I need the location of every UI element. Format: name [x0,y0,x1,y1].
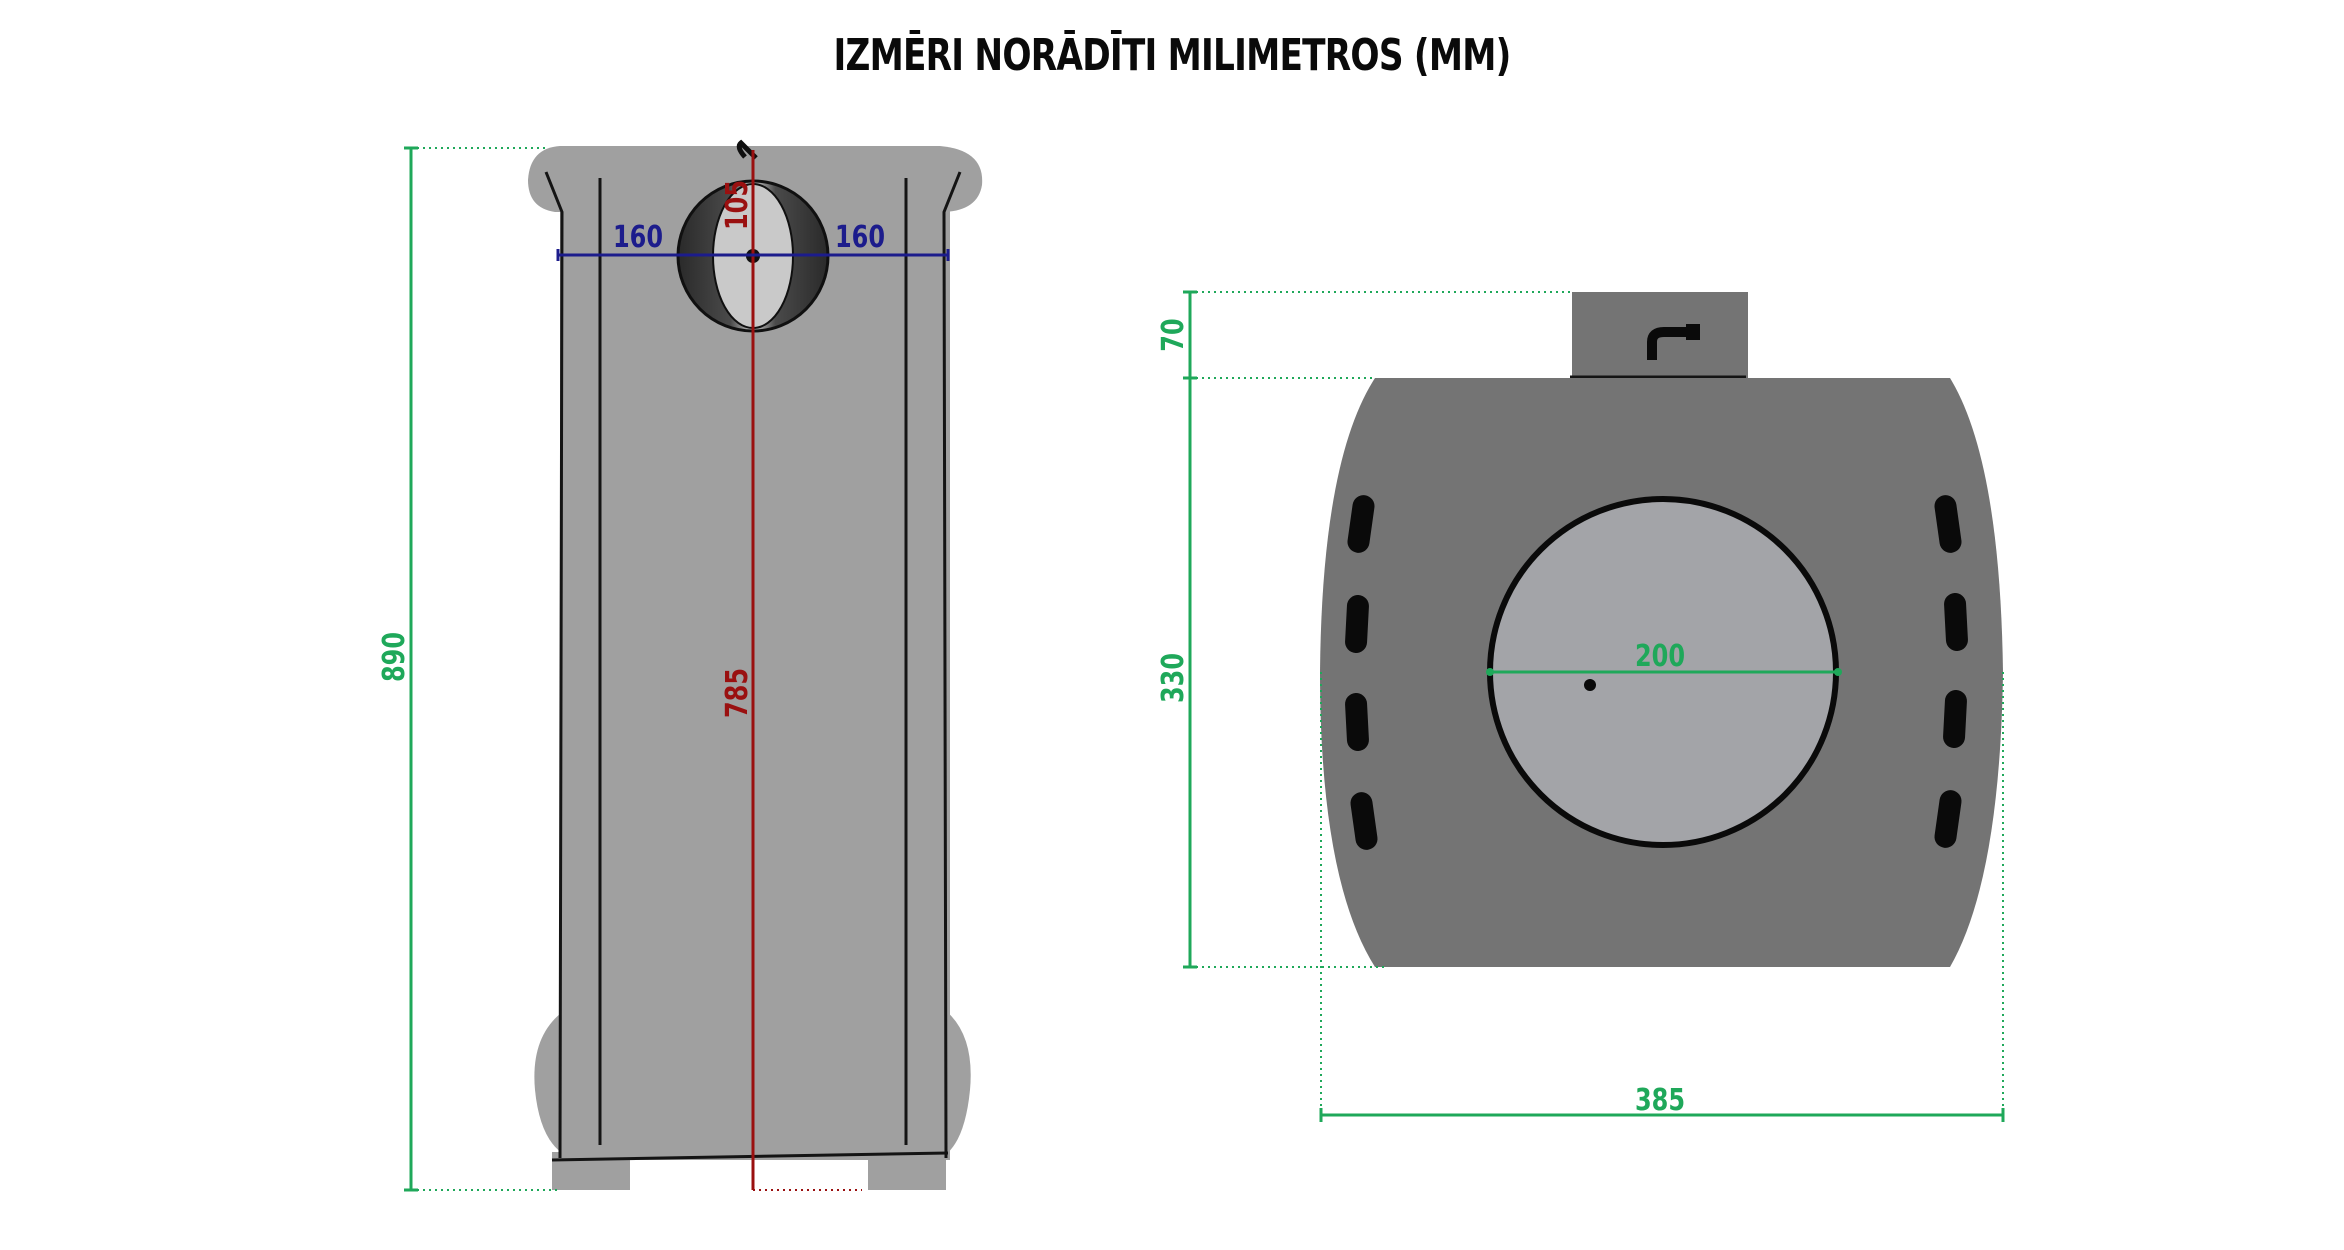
stove-top-cap [528,146,983,212]
dimension-890-label: 890 [377,632,411,682]
dimension-385: 385 [1319,672,2005,1122]
top-opening-center-dot [1584,679,1596,691]
stove-body [560,200,950,1160]
collar-hook-icon [1647,327,1690,360]
dimension-160-160: 160 160 [556,220,950,261]
dimension-160-left-label: 160 [613,220,663,254]
dimension-105-label: 105 [720,180,754,230]
top-view: 200 70 330 385 [1156,290,2005,1122]
stove-right-foot [868,1152,946,1190]
stove-bottom-line [551,1151,949,1162]
dimension-200-label: 200 [1635,639,1685,673]
front-view: 890 785 105 160 160 [377,139,983,1192]
dimension-330-label: 330 [1156,653,1190,703]
stove-bottom-left-bulge [534,1010,565,1155]
stove-top-left-edge [544,171,564,1159]
dimension-70: 70 [1156,290,1572,379]
stove-top-hook [736,139,758,160]
stove-top-right-edge [942,171,962,1159]
dimension-890: 890 [377,146,560,1192]
dimension-200: 200 [1486,639,1842,676]
left-vent-slots [1345,495,1378,850]
dimension-70-label: 70 [1156,318,1190,351]
dimension-330: 330 [1156,376,1385,969]
dimension-385-label: 385 [1635,1083,1685,1117]
stove-bottom-right-bulge [945,1010,971,1155]
dimension-160-right-label: 160 [835,220,885,254]
right-vent-slots [1934,495,1968,848]
dimension-785: 785 105 [720,150,862,1191]
page-title: IZMĒRI NORĀDĪTI MILIMETROS (MM) [833,30,1511,81]
dimension-785-label: 785 [720,668,754,718]
